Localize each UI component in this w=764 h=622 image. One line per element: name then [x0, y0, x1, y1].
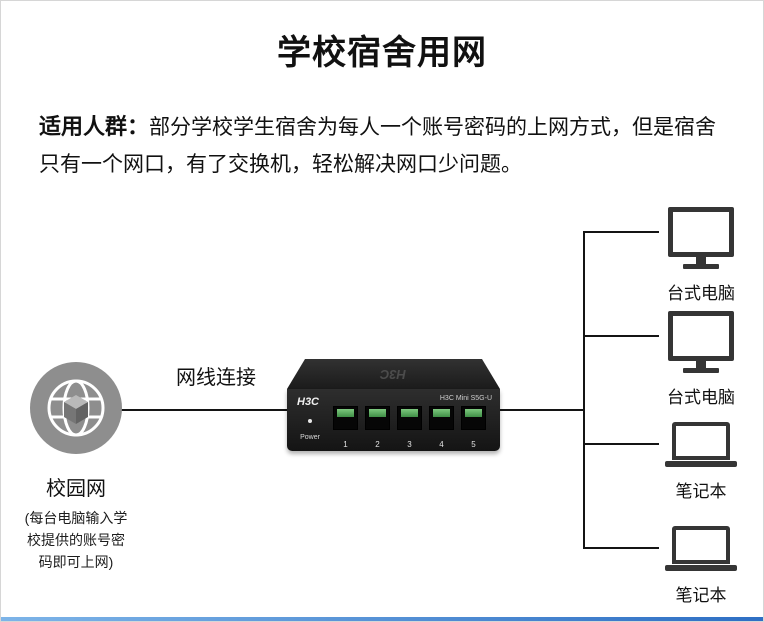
- port-number: 4: [439, 440, 444, 449]
- switch-front-face: H3C H3C Mini S5G-U Power 1 2 3 4 5: [287, 389, 500, 451]
- monitor-screen: [668, 311, 734, 361]
- device-desktop-1: 台式电脑: [641, 207, 761, 304]
- ethernet-port-icon: [429, 406, 454, 430]
- device-label: 笔记本: [675, 586, 727, 605]
- desktop-icon: [641, 311, 761, 373]
- campus-network-label: 校园网: [46, 478, 106, 500]
- port-number: 5: [471, 440, 476, 449]
- ethernet-port-icon: [365, 406, 390, 430]
- laptop-icon: [641, 422, 761, 467]
- device-laptop-1: 笔记本: [641, 422, 761, 502]
- power-led-icon: [308, 419, 312, 423]
- port-contacts: [465, 409, 482, 417]
- campus-network-group: 校园网 (每台电脑输入学 校提供的账号密 码即可上网): [16, 361, 136, 573]
- ethernet-ports: [333, 406, 486, 430]
- device-label: 笔记本: [675, 482, 727, 501]
- campus-note: (每台电脑输入学 校提供的账号密 码即可上网): [16, 507, 136, 573]
- branch-line-1: [583, 231, 659, 233]
- page-title: 学校宿舍用网: [277, 34, 487, 72]
- intro-text: 部分学校学生宿舍为每人一个账号密码的上网方式，但是宿舍只有一个网口，有了交换机，…: [39, 116, 717, 176]
- switch-model-label: H3C Mini S5G-U: [439, 395, 492, 402]
- device-desktop-2: 台式电脑: [641, 311, 761, 408]
- device-label: 台式电脑: [667, 284, 735, 303]
- switch-brand-logo: H3C: [297, 396, 320, 408]
- port-contacts: [401, 409, 418, 417]
- cable-line: [119, 409, 289, 411]
- ethernet-port-icon: [397, 406, 422, 430]
- switch-top-logo: H3C: [380, 366, 407, 382]
- power-label: Power: [300, 434, 320, 441]
- monitor-base: [683, 368, 719, 373]
- device-laptop-2: 笔记本: [641, 526, 761, 606]
- branch-line-3: [583, 443, 659, 445]
- monitor-base: [683, 264, 719, 269]
- cable-connection-label: 网线连接: [176, 367, 256, 389]
- intro-paragraph: 适用人群：部分学校学生宿舍为每人一个账号密码的上网方式，但是宿舍只有一个网口，有…: [39, 108, 725, 183]
- intro-label: 适用人群：: [39, 114, 150, 139]
- desktop-icon: [641, 207, 761, 269]
- branch-line-4: [583, 547, 659, 549]
- globe-icon: [30, 362, 122, 454]
- laptop-base: [665, 565, 737, 571]
- port-contacts: [369, 409, 386, 417]
- campus-note-line: (每台电脑输入学: [24, 510, 128, 526]
- port-number: 1: [343, 440, 348, 449]
- laptop-base: [665, 461, 737, 467]
- monitor-stand: [696, 361, 706, 368]
- laptop-screen: [672, 422, 730, 460]
- monitor-stand: [696, 257, 706, 264]
- device-label: 台式电脑: [667, 388, 735, 407]
- bottom-accent-bar: [1, 617, 763, 621]
- ethernet-port-icon: [461, 406, 486, 430]
- port-number: 3: [407, 440, 412, 449]
- switch-top-face: H3C: [287, 359, 500, 389]
- campus-note-line: 码即可上网): [38, 554, 114, 570]
- network-switch: H3C H3C H3C Mini S5G-U Power 1 2 3 4 5: [287, 359, 500, 451]
- monitor-screen: [668, 207, 734, 257]
- port-number: 2: [375, 440, 380, 449]
- laptop-screen: [672, 526, 730, 564]
- branch-line-2: [583, 335, 659, 337]
- port-contacts: [337, 409, 354, 417]
- laptop-icon: [641, 526, 761, 571]
- campus-note-line: 校提供的账号密: [27, 532, 125, 548]
- switch-to-trunk-line: [499, 409, 585, 411]
- port-numbers: 1 2 3 4 5: [333, 440, 486, 449]
- ethernet-port-icon: [333, 406, 358, 430]
- trunk-line: [583, 231, 585, 549]
- port-contacts: [433, 409, 450, 417]
- power-indicator: Power: [296, 419, 324, 444]
